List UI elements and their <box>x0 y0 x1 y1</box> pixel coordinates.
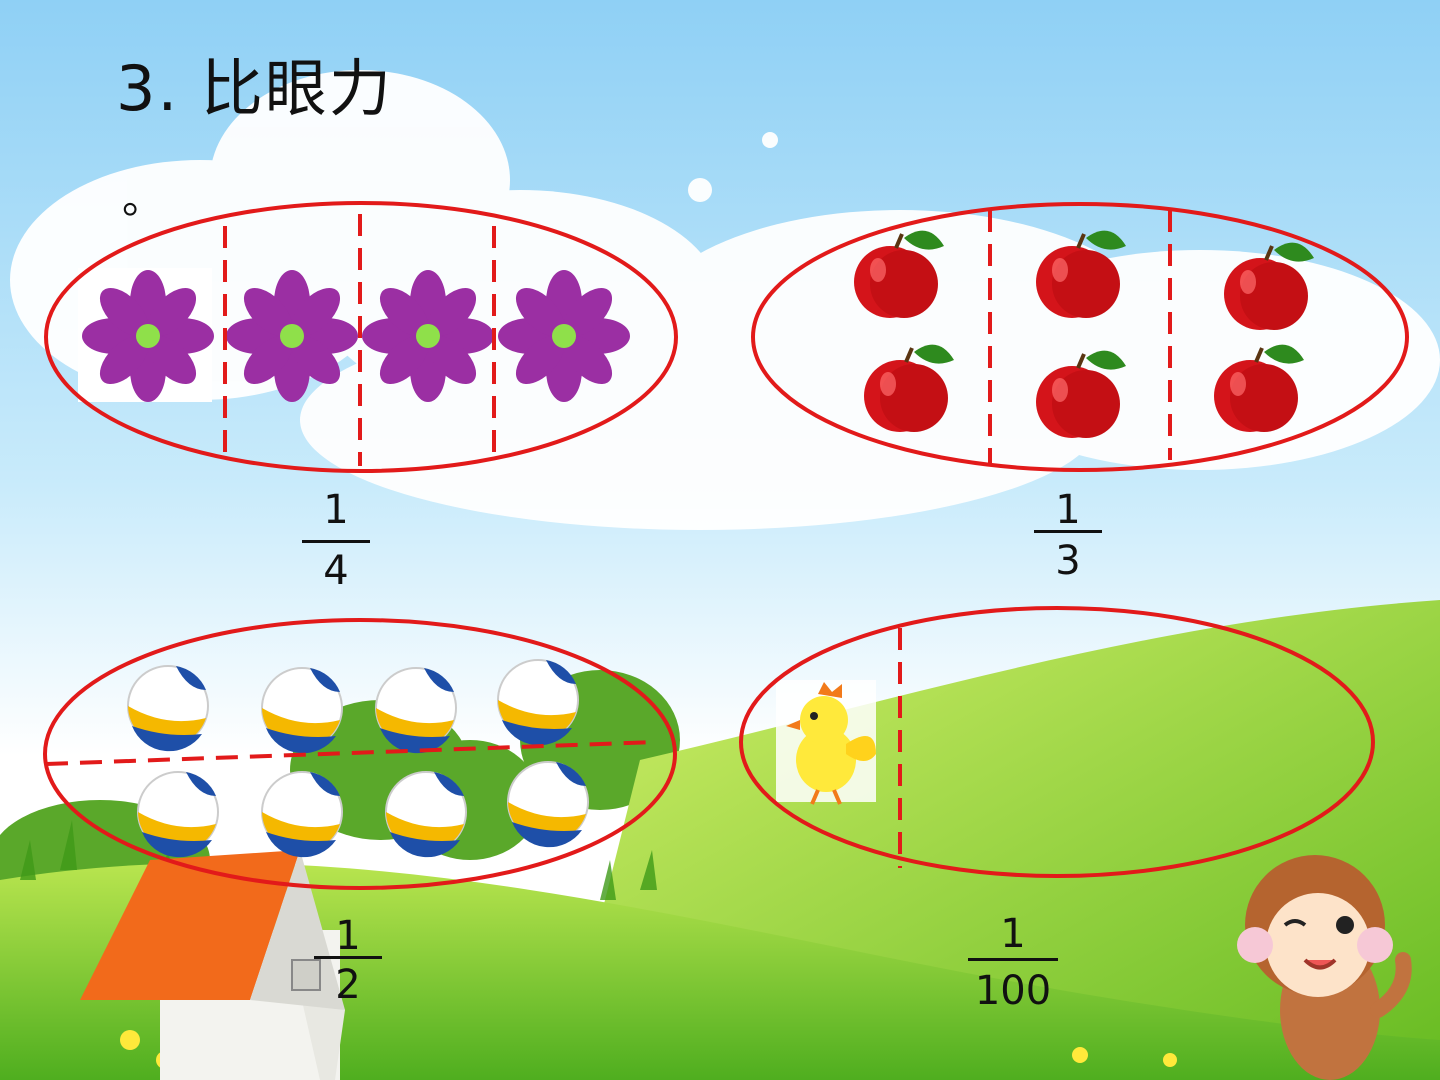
fraction-apples: 1 3 <box>1034 490 1102 581</box>
fraction-bar <box>314 956 382 959</box>
purple-flower-icon <box>226 270 358 402</box>
fraction-denominator: 4 <box>323 548 349 594</box>
volleyball-icon <box>137 771 219 858</box>
apple-group <box>751 202 1409 472</box>
ball-divider-line <box>45 740 657 766</box>
fraction-numerator: 1 <box>335 913 361 959</box>
fraction-flowers: 1 4 <box>302 490 370 591</box>
flower-group-ellipse <box>44 201 678 473</box>
purple-flower-icon <box>498 270 630 402</box>
fraction-denominator: 100 <box>974 968 1052 1014</box>
red-apple-icon <box>864 344 954 432</box>
apple-group-ellipse <box>751 202 1409 472</box>
red-apple-icon <box>854 230 944 318</box>
slide-title: 3. 比眼力 <box>116 52 393 125</box>
fraction-denominator: 2 <box>335 962 361 1008</box>
red-apple-icon <box>1224 242 1314 330</box>
flower-divider-lines <box>223 214 496 466</box>
ball-group <box>43 618 677 890</box>
yellow-chick-icon <box>776 680 876 805</box>
fraction-balls: 1 2 <box>314 916 382 1005</box>
volleyball-icon <box>385 771 467 858</box>
fraction-numerator: 1 <box>323 487 349 533</box>
volleyball-icon <box>507 761 589 848</box>
fraction-bar <box>302 540 370 543</box>
purple-flower-icon <box>362 270 494 402</box>
fraction-numerator: 1 <box>1055 487 1081 533</box>
fraction-denominator: 3 <box>1055 538 1081 584</box>
ball-group-ellipse <box>43 618 677 890</box>
fraction-numerator: 1 <box>1000 911 1026 957</box>
fraction-bar <box>1034 530 1102 533</box>
monkey-mascot <box>1237 855 1412 1080</box>
apple-divider-lines <box>988 210 1172 466</box>
volleyball-icon <box>375 667 457 754</box>
red-apple-icon <box>1036 230 1126 318</box>
flower-group <box>44 201 678 473</box>
volleyball-icon <box>261 667 343 754</box>
fraction-chick: 1 100 <box>968 914 1058 1011</box>
volleyball-icon <box>127 665 209 752</box>
red-apple-icon <box>1036 350 1126 438</box>
house <box>80 850 345 1080</box>
red-apple-icon <box>1214 344 1304 432</box>
volleyball-icon <box>261 771 343 858</box>
volleyball-icon <box>497 659 579 746</box>
title-punctuation: 。 <box>122 174 165 223</box>
chick-group <box>739 606 1375 878</box>
purple-flower-icon <box>78 268 214 402</box>
fraction-bar <box>968 958 1058 961</box>
chick-group-ellipse <box>739 606 1375 878</box>
